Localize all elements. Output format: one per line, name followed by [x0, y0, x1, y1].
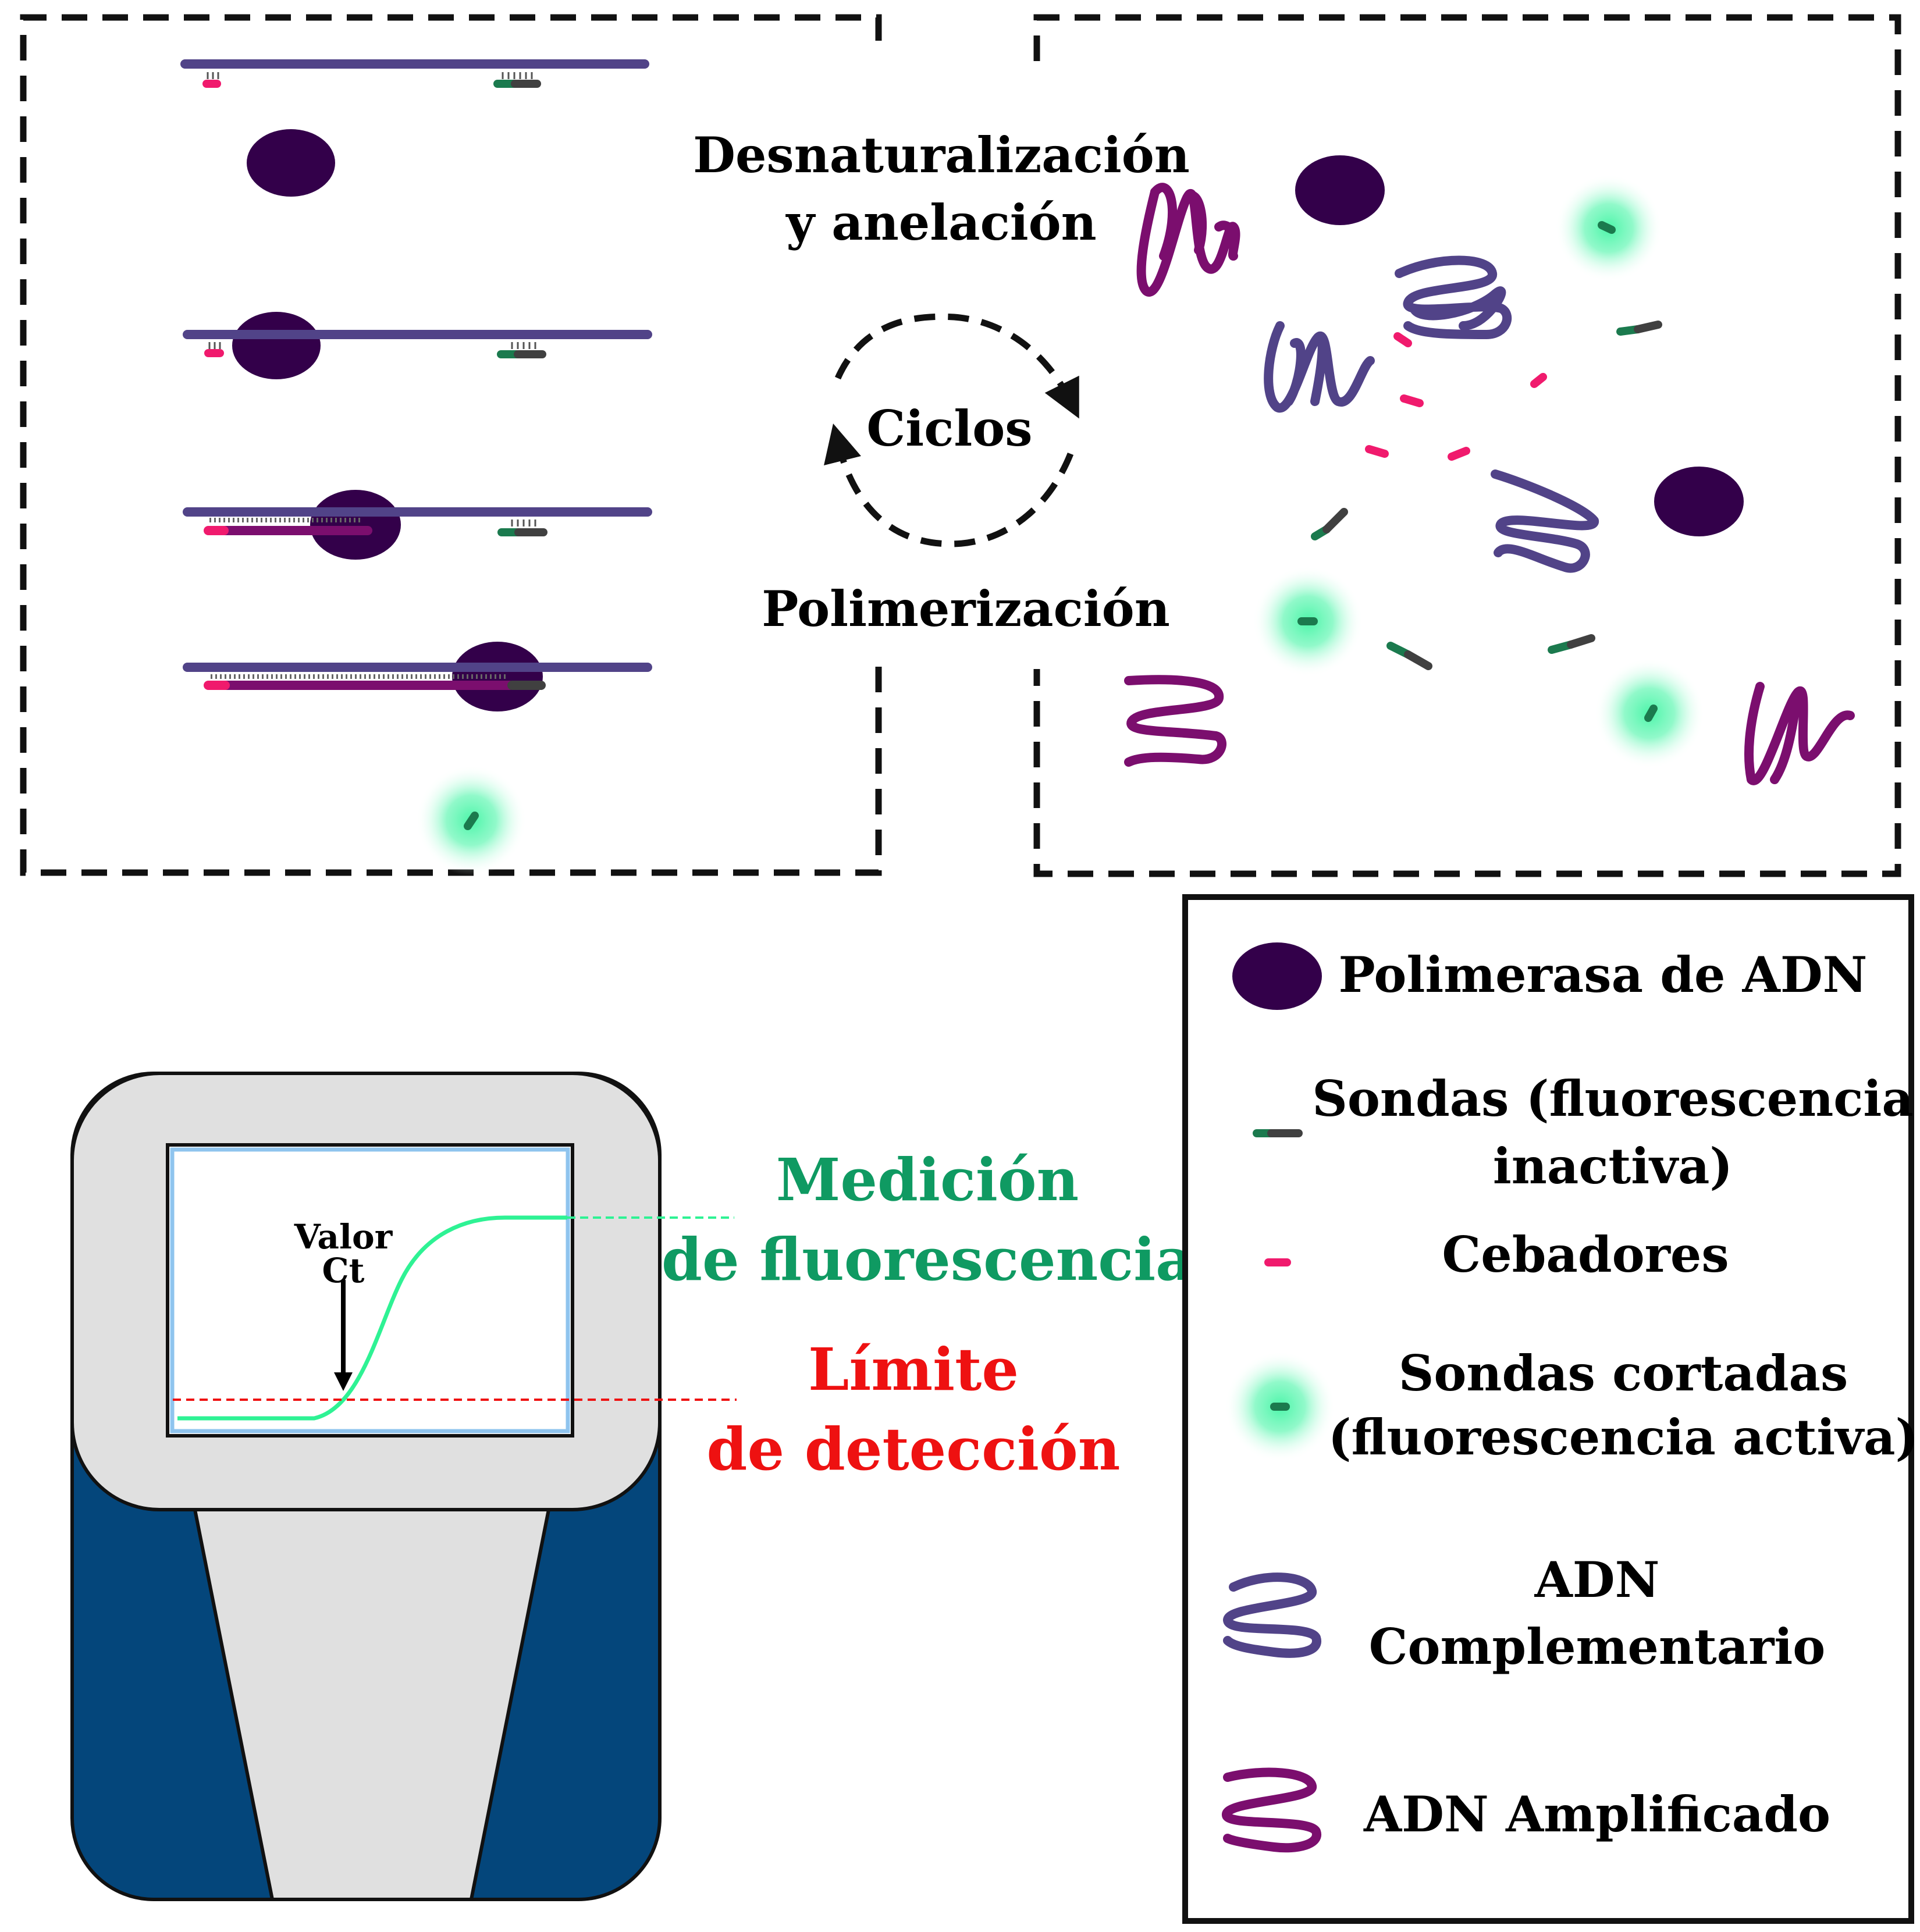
polymerase-icon [1232, 942, 1322, 1010]
legend-label-probe-inactive-1: Sondas (fluorescencia [1312, 1070, 1914, 1127]
cycle-arrows [824, 313, 1079, 547]
legend-label-polymerase: Polimerasa de ADN [1339, 946, 1868, 1004]
device-screen [166, 1143, 574, 1438]
cycles-label: Ciclos [866, 400, 1032, 457]
legend-label-probe-inactive-2: inactiva) [1493, 1137, 1733, 1195]
complementary-dna-icon [1223, 1572, 1321, 1658]
limit-label-line2: de detección [707, 1415, 1121, 1483]
right-panel-border [1033, 14, 1901, 877]
probe-active-icon [1225, 1351, 1335, 1462]
ct-label-line2: Ct [322, 1251, 365, 1290]
legend-label-cdna-1: ADN [1534, 1551, 1660, 1609]
amplified-dna-icon [1222, 1767, 1321, 1853]
step-4-probe-cleavage [183, 642, 652, 711]
legend-label-cdna-2: Complementario [1369, 1618, 1826, 1675]
released-fluorophore [416, 765, 527, 876]
polymerization-label: Polimerización [762, 580, 1170, 638]
step-1-annealing [180, 59, 649, 88]
limit-label-line1: Límite [808, 1335, 1019, 1404]
legend-label-probe-active-2: (fluorescencia activa) [1328, 1408, 1919, 1466]
legend-label-amplified-dna: ADN Amplificado [1363, 1785, 1830, 1843]
fluorescence-label-line1: Medición [776, 1145, 1079, 1214]
ct-label-line1: Valor [294, 1217, 393, 1257]
legend-label-primer: Cebadores [1442, 1226, 1729, 1283]
denaturation-label-line2: y anelación [785, 194, 1097, 251]
step-2-polymerase-binding [183, 312, 652, 379]
step-3-elongation [183, 490, 652, 560]
legend-label-probe-active-1: Sondas cortadas [1399, 1344, 1848, 1402]
fluorescence-label-line2: de fluorescencia [662, 1225, 1193, 1294]
denaturation-label-line1: Desnaturalización [693, 126, 1190, 184]
left-panel-border [20, 14, 882, 876]
free-polymerase [247, 129, 335, 197]
amplification-curve [173, 1215, 737, 1421]
reaction-mix [1124, 155, 1855, 785]
legend: Polimerasa de ADN Sondas (fluorescencia … [1222, 942, 1919, 1853]
